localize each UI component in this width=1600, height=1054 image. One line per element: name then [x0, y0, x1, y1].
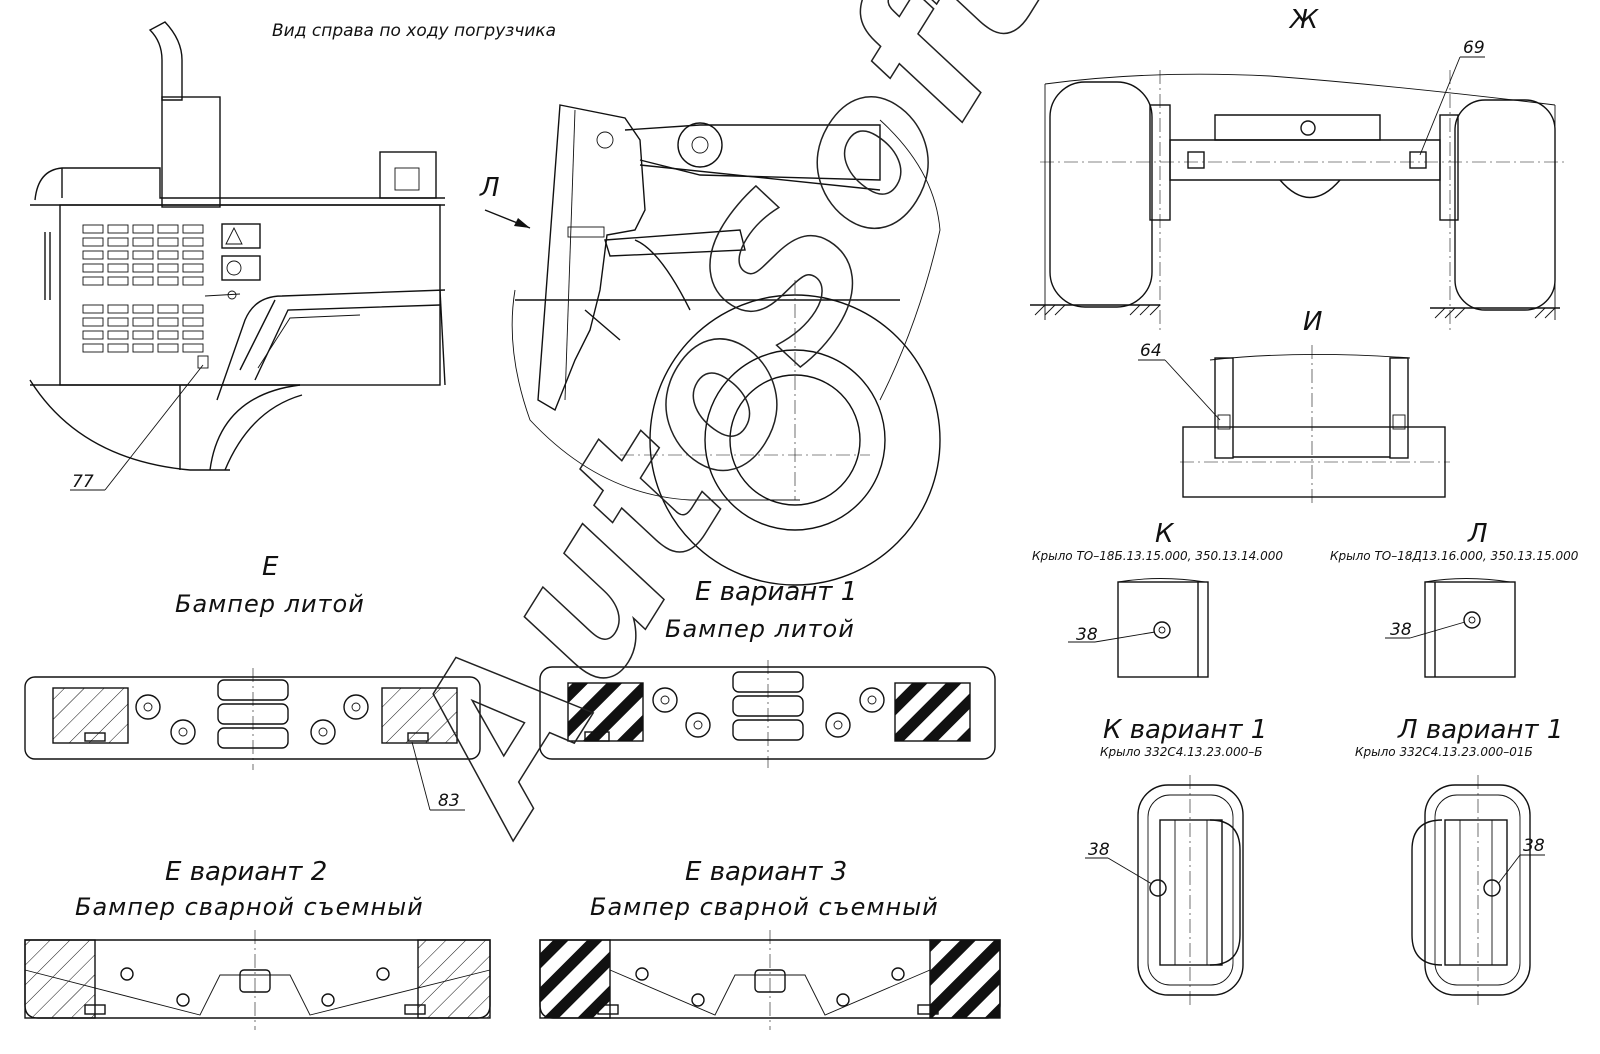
view-E-var1-sub: Бампер литой	[665, 615, 855, 643]
view-E-var3-sub: Бампер сварной съемный	[590, 893, 939, 921]
callout-69: 69	[1463, 38, 1485, 58]
view-E-var2-sub: Бампер сварной съемный	[75, 893, 424, 921]
view-Zh-rear-axle: Ж 69	[1030, 5, 1565, 330]
view-K-sub: Крыло ТО–18Б.13.15.000, 350.13.14.000	[1032, 549, 1283, 563]
view-I-label: И	[1303, 307, 1322, 337]
view-E-var3-label: Е вариант 3	[685, 857, 847, 887]
callout-38-L-var1: 38	[1523, 836, 1545, 856]
view-L-label: Л	[1467, 519, 1488, 549]
view-K-var1-sub: Крыло 332С4.13.23.000–Б	[1100, 745, 1262, 759]
view-K-variant-1: К вариант 1 Крыло 332С4.13.23.000–Б 38	[1085, 715, 1267, 1005]
view-L-variant-1: Л вариант 1 Крыло 332С4.13.23.000–01Б 38	[1355, 715, 1563, 1005]
view-L-loader-front: Л	[479, 104, 941, 586]
view-E-sub: Бампер литой	[175, 590, 365, 618]
callout-38-K: 38	[1076, 625, 1098, 645]
view-E-var2-label: Е вариант 2	[165, 857, 327, 887]
view-E-variant-3: Е вариант 3 Бампер сварной съемный	[539, 857, 1001, 1030]
view-L-var1-label: Л вариант 1	[1397, 715, 1563, 745]
view-I: И 64	[1138, 307, 1450, 505]
view-K: К Крыло ТО–18Б.13.15.000, 350.13.14.000 …	[1032, 519, 1283, 678]
callout-64: 64	[1140, 341, 1162, 361]
view-L-sub: Крыло ТО–18Д13.16.000, 350.13.15.000	[1330, 549, 1579, 563]
arrow-L-label: Л	[479, 173, 500, 203]
callout-77: 77	[72, 472, 94, 492]
view-L-var1-sub: Крыло 332С4.13.23.000–01Б	[1355, 745, 1533, 759]
right-side-view: Вид справа по ходу погрузчика	[29, 21, 556, 492]
view-E-label: Е	[262, 552, 279, 582]
callout-38-K-var1: 38	[1088, 840, 1110, 860]
view-E-variant-1: Е вариант 1 Бампер литой	[539, 577, 996, 768]
view-K-label: К	[1155, 519, 1175, 549]
autosoft-watermark: AutoSoft	[356, 0, 1098, 866]
view-K-var1-label: К вариант 1	[1103, 715, 1267, 745]
view-right-caption: Вид справа по ходу погрузчика	[272, 21, 556, 41]
view-E-var1-label: Е вариант 1	[695, 577, 857, 607]
view-L: Л Крыло ТО–18Д13.16.000, 350.13.15.000 3…	[1330, 519, 1579, 678]
view-E: Е Бампер литой 83	[24, 552, 481, 811]
callout-83: 83	[438, 791, 460, 811]
view-Zh-label: Ж	[1288, 5, 1319, 35]
callout-38-L: 38	[1390, 620, 1412, 640]
view-E-variant-2: Е вариант 2 Бампер сварной съемный	[24, 857, 491, 1030]
